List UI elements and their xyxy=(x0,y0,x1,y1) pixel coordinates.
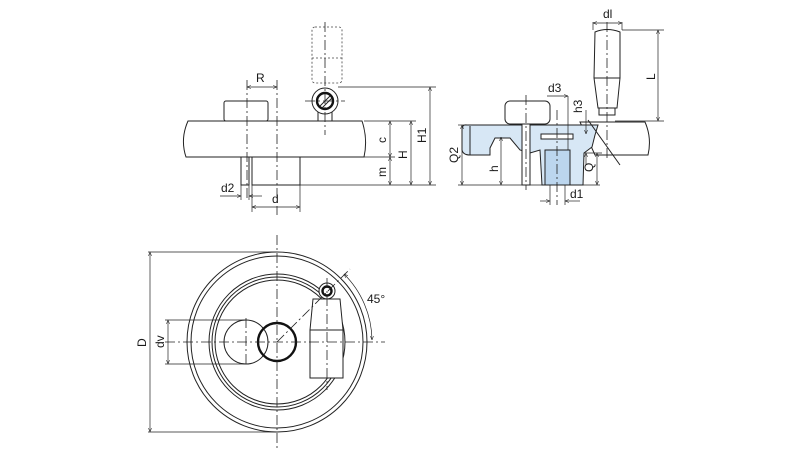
dim-label-L: L xyxy=(644,73,658,80)
dim-label-angle: 45° xyxy=(367,292,385,306)
wheel-rim xyxy=(182,120,367,158)
dim-label-D: D xyxy=(135,338,149,347)
dim-label-c: c xyxy=(375,137,389,143)
dim-label-dv: dv xyxy=(153,335,167,348)
dim-label-d1: d1 xyxy=(570,187,584,201)
dim-label-d: d xyxy=(272,192,279,206)
dim-label-H: H xyxy=(396,150,410,159)
section-knob xyxy=(504,100,551,125)
rim-right xyxy=(579,121,650,156)
handle-top xyxy=(309,298,344,379)
top-view: D dv 45° xyxy=(135,235,385,450)
dim-label-h3: h3 xyxy=(571,99,585,113)
dim-label-dl: dl xyxy=(603,7,612,21)
hub-knob xyxy=(223,100,269,122)
dim-label-d2: d2 xyxy=(221,181,235,195)
dim-label-H1: H1 xyxy=(415,127,429,143)
pin xyxy=(240,156,250,186)
dim-label-m: m xyxy=(375,167,389,177)
front-view: R c m H H1 d d2 xyxy=(182,22,436,215)
dim-label-R: R xyxy=(256,71,265,85)
dim-label-d3: d3 xyxy=(548,81,562,95)
bottom-hub xyxy=(251,156,301,186)
section-view: dl L d3 h3 Q2 h Q d1 xyxy=(447,7,664,205)
dim-label-Q: Q xyxy=(582,163,596,172)
dim-label-h: h xyxy=(487,165,501,172)
handle-ghost-outline xyxy=(311,26,343,84)
dim-label-Q2: Q2 xyxy=(447,147,461,163)
